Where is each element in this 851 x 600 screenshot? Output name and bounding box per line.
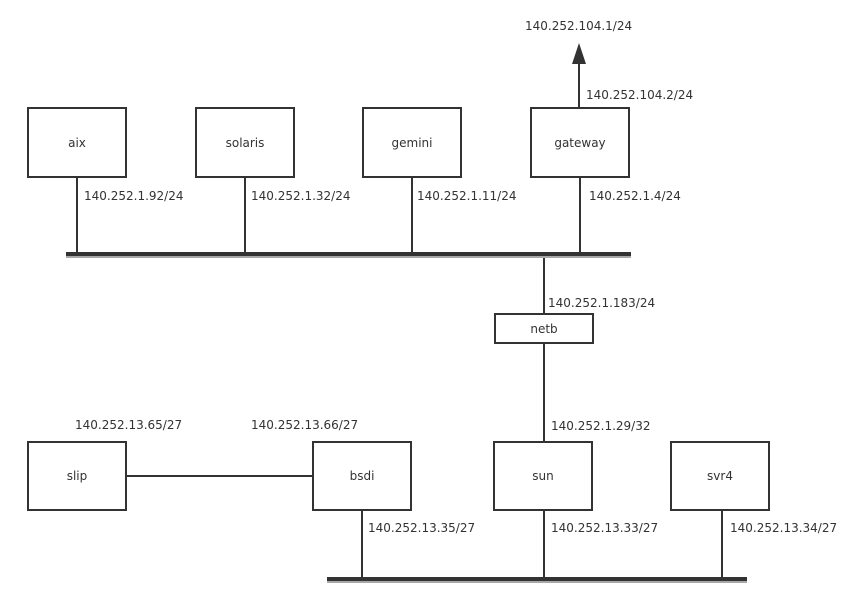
aix-bus-link-line xyxy=(76,177,78,256)
node-aix: aix xyxy=(27,107,127,178)
ip-label-gemini-if: 140.252.1.11/24 xyxy=(417,189,517,203)
ip-label-netb-sun-if: 140.252.1.29/32 xyxy=(551,419,651,433)
node-gemini-label: gemini xyxy=(391,135,433,150)
node-slip: slip xyxy=(27,441,127,511)
solaris-bus-link-line xyxy=(244,177,246,256)
ip-label-slip-if: 140.252.13.65/27 xyxy=(75,418,183,432)
ip-label-svr4-bottom-if: 140.252.13.34/27 xyxy=(730,521,838,535)
slip-bsdi-link-line xyxy=(127,475,313,477)
node-svr4-label: svr4 xyxy=(707,469,733,483)
node-aix-label: aix xyxy=(68,135,86,150)
ip-label-aix-if: 140.252.1.92/24 xyxy=(84,189,184,203)
sun-bus-link-line xyxy=(543,510,545,579)
netb-sun-link-line xyxy=(543,343,545,443)
node-netb-label: netb xyxy=(530,321,558,336)
ip-label-gateway-external-if: 140.252.104.2/24 xyxy=(586,88,694,102)
bsdi-bus-link-line xyxy=(361,510,363,579)
node-slip-label: slip xyxy=(66,469,88,483)
node-gemini: gemini xyxy=(362,107,462,178)
node-sun: sun xyxy=(493,441,593,511)
gemini-bus-link-line xyxy=(411,177,413,256)
gateway-upstream-link-line xyxy=(578,56,580,108)
node-netb: netb xyxy=(494,313,594,344)
node-solaris: solaris xyxy=(195,107,295,178)
gateway-bus-link-line xyxy=(579,177,581,256)
node-gateway: gateway xyxy=(530,107,630,178)
svr4-bus-link-line xyxy=(721,510,723,579)
node-svr4: svr4 xyxy=(670,441,770,511)
node-gateway-label: gateway xyxy=(554,135,606,150)
node-bsdi: bsdi xyxy=(312,441,412,511)
ip-label-upstream-network: 140.252.104.1/24 xyxy=(525,19,633,33)
node-solaris-label: solaris xyxy=(225,135,265,150)
ip-label-netb-top-if: 140.252.1.183/24 xyxy=(548,296,656,310)
bus-netb-link-line xyxy=(543,256,545,313)
up-arrow-icon xyxy=(572,43,586,64)
node-sun-label: sun xyxy=(532,469,554,483)
ip-label-bsdi-bottom-if: 140.252.13.35/27 xyxy=(368,521,476,535)
top-ethernet-bus xyxy=(66,252,631,258)
ip-label-sun-bottom-if: 140.252.13.33/27 xyxy=(551,521,659,535)
ip-label-bsdi-left-if: 140.252.13.66/27 xyxy=(251,418,359,432)
ip-label-solaris-if: 140.252.1.32/24 xyxy=(251,189,351,203)
bottom-ethernet-bus xyxy=(327,577,747,583)
ip-label-gateway-if: 140.252.1.4/24 xyxy=(589,189,681,203)
node-bsdi-label: bsdi xyxy=(349,469,375,483)
